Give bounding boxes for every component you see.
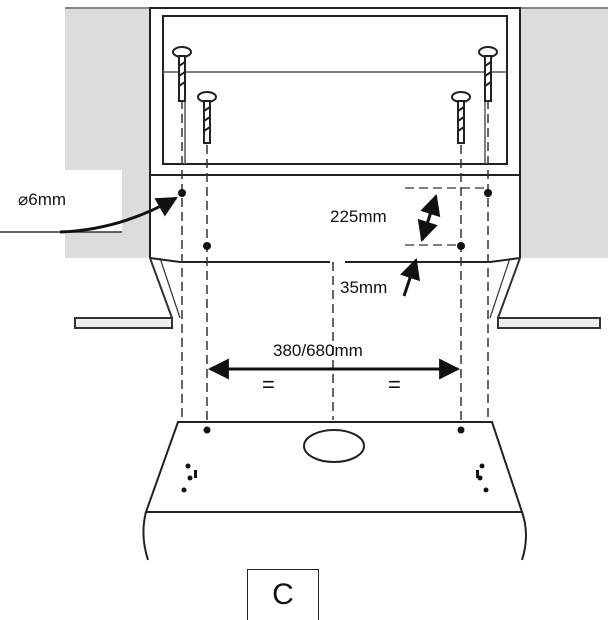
screw-back-right xyxy=(478,46,498,102)
alignment-lines xyxy=(181,100,489,500)
duct-outlet xyxy=(303,429,365,463)
hole-front-left xyxy=(203,242,211,250)
front-offset-label: 35mm xyxy=(340,278,387,297)
hole-spacing-label: 380/680mm xyxy=(273,341,363,360)
hood-mount-holes xyxy=(181,426,489,493)
screw-front-left xyxy=(197,91,217,144)
offset-dimensions xyxy=(400,193,441,297)
hood-front-panel xyxy=(142,511,527,561)
right-wall-panel xyxy=(520,8,608,258)
spacing-dimension: 380/680mm = = xyxy=(207,341,461,397)
hole-front-right xyxy=(457,242,465,250)
hole-back-right xyxy=(484,189,492,197)
hole-back-left xyxy=(178,189,186,197)
figure-label-text: C xyxy=(272,578,294,611)
screw-front-right xyxy=(451,91,471,144)
hole-diameter-label: ⌀6mm xyxy=(18,190,66,209)
equal-mark-left: = xyxy=(262,372,275,397)
mounting-holes xyxy=(178,189,492,250)
vertical-offset-label: 225mm xyxy=(330,207,387,226)
range-hood xyxy=(142,421,527,561)
equal-mark-right: = xyxy=(388,372,401,397)
figure-label: C xyxy=(247,569,319,620)
hole-diameter-callout: ⌀6mm xyxy=(0,170,178,234)
side-ledges xyxy=(74,257,601,329)
cabinet-inner-frame xyxy=(162,15,508,165)
